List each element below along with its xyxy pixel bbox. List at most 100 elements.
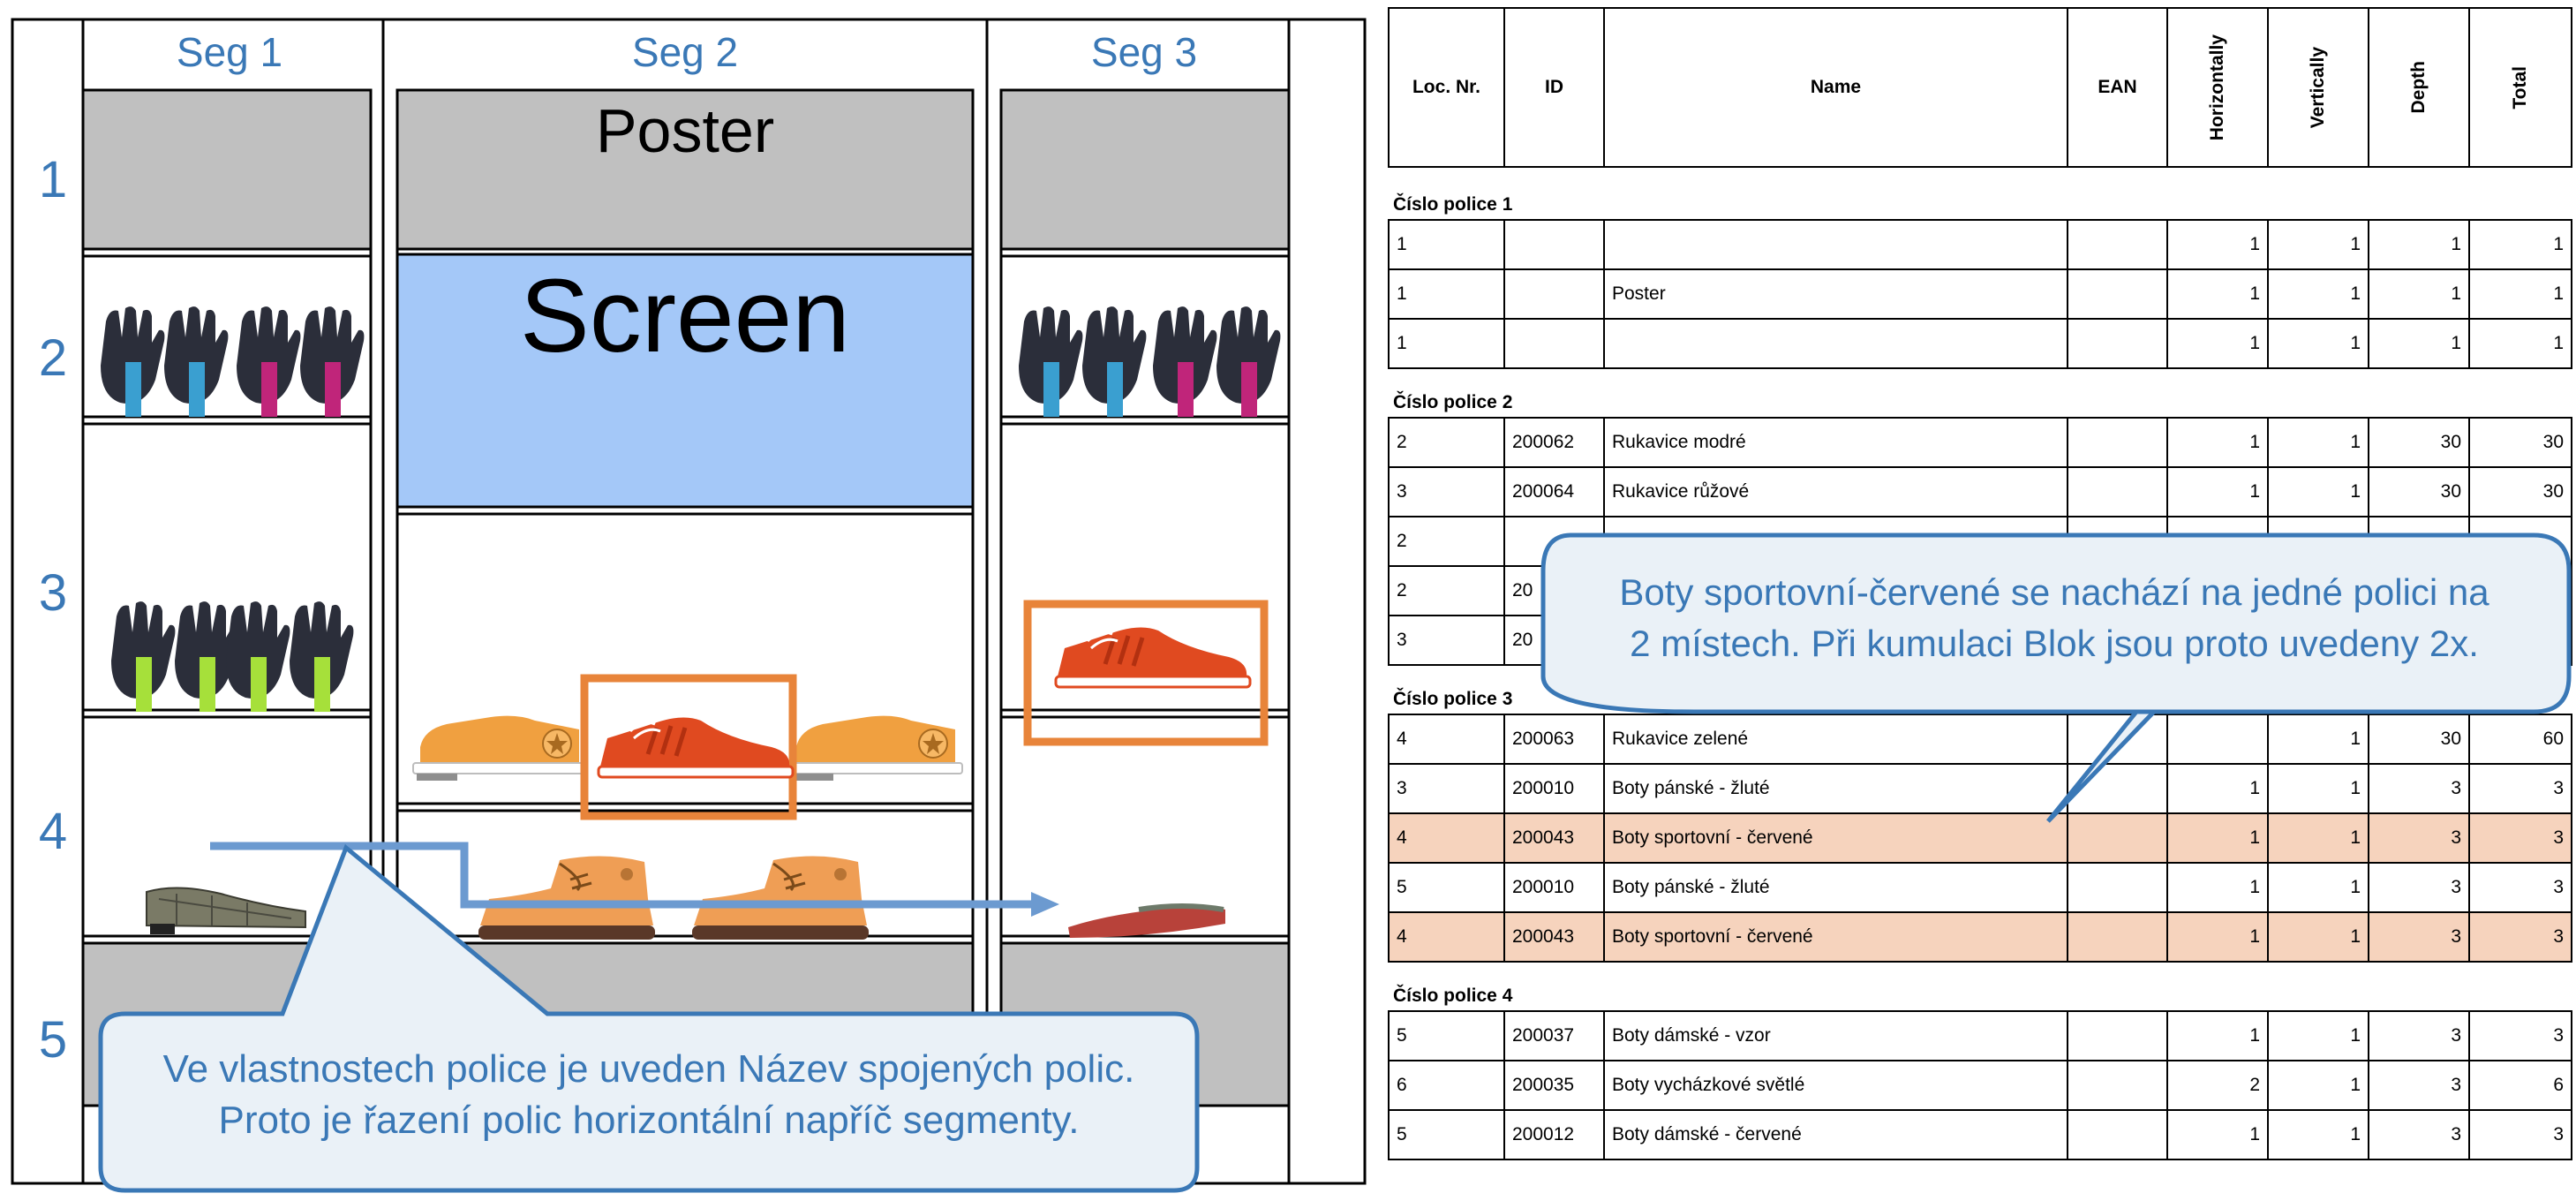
depth-cell: 1: [2368, 268, 2470, 320]
horizontally-cell: 1: [2166, 219, 2269, 270]
header-id: ID: [1503, 7, 1605, 168]
id-cell: 200063: [1503, 714, 1605, 765]
highlight-box-seg2: [580, 674, 797, 820]
ean-cell: [2067, 219, 2168, 270]
depth-cell: 30: [2368, 417, 2470, 468]
name-cell: Boty pánské - žluté: [1603, 862, 2068, 913]
loc-nr-cell: 5: [1388, 1109, 1505, 1160]
header-horizontally: Horizontally: [2166, 7, 2269, 168]
callout-right: Boty sportovní-červené se nachází na jed…: [1547, 567, 2562, 669]
callout-right-shape: [1540, 533, 2572, 823]
loc-nr-cell: 2: [1388, 417, 1505, 468]
loc-nr-cell: 2: [1388, 516, 1505, 567]
total-cell: 3: [2468, 862, 2572, 913]
gloves-green-product-1: [111, 601, 239, 712]
name-cell: Rukavice růžové: [1603, 466, 2068, 517]
ladies-shoe-pattern: [146, 887, 306, 934]
row-label-3: 3: [38, 564, 68, 622]
loc-nr-cell: 2: [1388, 565, 1505, 616]
horizontally-cell: [2166, 714, 2269, 765]
horizontally-cell: 1: [2166, 417, 2269, 468]
loc-nr-cell: 5: [1388, 862, 1505, 913]
shelf-group-title: Číslo police 4: [1393, 986, 1513, 1006]
ean-cell: [2067, 1010, 2168, 1061]
ean-cell: [2067, 466, 2168, 517]
ean-cell: [2067, 862, 2168, 913]
row-label-1: 1: [38, 151, 68, 208]
name-cell: Boty vycházkové světlé: [1603, 1060, 2068, 1111]
id-cell: [1503, 268, 1605, 320]
gloves-green-product-2: [226, 601, 354, 712]
segment-label-2: Seg 2: [631, 29, 739, 75]
loc-nr-cell: 1: [1388, 219, 1505, 270]
id-cell: 200037: [1503, 1010, 1605, 1061]
callout-left: Ve vlastnostech police je uveden Název s…: [104, 1044, 1194, 1146]
row-label-2: 2: [38, 329, 68, 387]
header-horizontally-text: Horizontally: [2207, 34, 2227, 141]
horizontally-cell: 1: [2166, 318, 2269, 369]
total-cell: 1: [2468, 219, 2572, 270]
ean-cell: [2067, 1109, 2168, 1160]
vertically-cell: 1: [2267, 1109, 2369, 1160]
vertically-cell: 1: [2267, 763, 2369, 814]
loc-nr-cell: 1: [1388, 268, 1505, 320]
total-cell: 60: [2468, 714, 2572, 765]
depth-cell: 3: [2368, 1109, 2470, 1160]
horizontally-cell: 1: [2166, 268, 2269, 320]
callout-right-line-2: 2 místech. Při kumulaci Blok jsou proto …: [1630, 623, 2479, 664]
total-cell: 1: [2468, 318, 2572, 369]
horizontally-cell: 1: [2166, 1010, 2269, 1061]
ean-cell: [2067, 911, 2168, 963]
shelf-order-arrow: [210, 842, 1059, 917]
planogram-drawing: [11, 18, 1367, 1193]
callout-left-line-1: Ve vlastnostech police je uveden Název s…: [162, 1047, 1135, 1091]
ean-cell: [2067, 1060, 2168, 1111]
callout-left-line-2: Proto je řazení polic horizontální napří…: [218, 1099, 1080, 1142]
header-name: Name: [1603, 7, 2068, 168]
horizontally-cell: 1: [2166, 466, 2269, 517]
name-cell: [1603, 219, 2068, 270]
loc-nr-cell: 4: [1388, 714, 1505, 765]
ladies-shoe-red: [1068, 903, 1225, 938]
id-cell: 200064: [1503, 466, 1605, 517]
header-total: Total: [2468, 7, 2572, 168]
gloves-blue-product: [101, 306, 229, 417]
name-cell: Boty sportovní - červené: [1603, 812, 2068, 864]
horizontally-cell: 1: [2166, 812, 2269, 864]
id-cell: 200012: [1503, 1109, 1605, 1160]
name-cell: Boty sportovní - červené: [1603, 911, 2068, 963]
horizontally-cell: 2: [2166, 1060, 2269, 1111]
segment-label-1: Seg 1: [176, 29, 283, 75]
name-cell: Boty dámské - červené: [1603, 1109, 2068, 1160]
id-cell: 200043: [1503, 911, 1605, 963]
name-cell: [1603, 318, 2068, 369]
ean-cell: [2067, 763, 2168, 814]
ean-cell: [2067, 318, 2168, 369]
loc-nr-cell: 3: [1388, 466, 1505, 517]
ean-cell: [2067, 268, 2168, 320]
name-cell: Boty pánské - žluté: [1603, 763, 2068, 814]
depth-cell: 3: [2368, 763, 2470, 814]
depth-cell: 3: [2368, 812, 2470, 864]
ean-cell: [2067, 812, 2168, 864]
name-cell: Rukavice modré: [1603, 417, 2068, 468]
depth-cell: 3: [2368, 862, 2470, 913]
id-cell: 200035: [1503, 1060, 1605, 1111]
total-cell: 3: [2468, 911, 2572, 963]
total-cell: 1: [2468, 268, 2572, 320]
